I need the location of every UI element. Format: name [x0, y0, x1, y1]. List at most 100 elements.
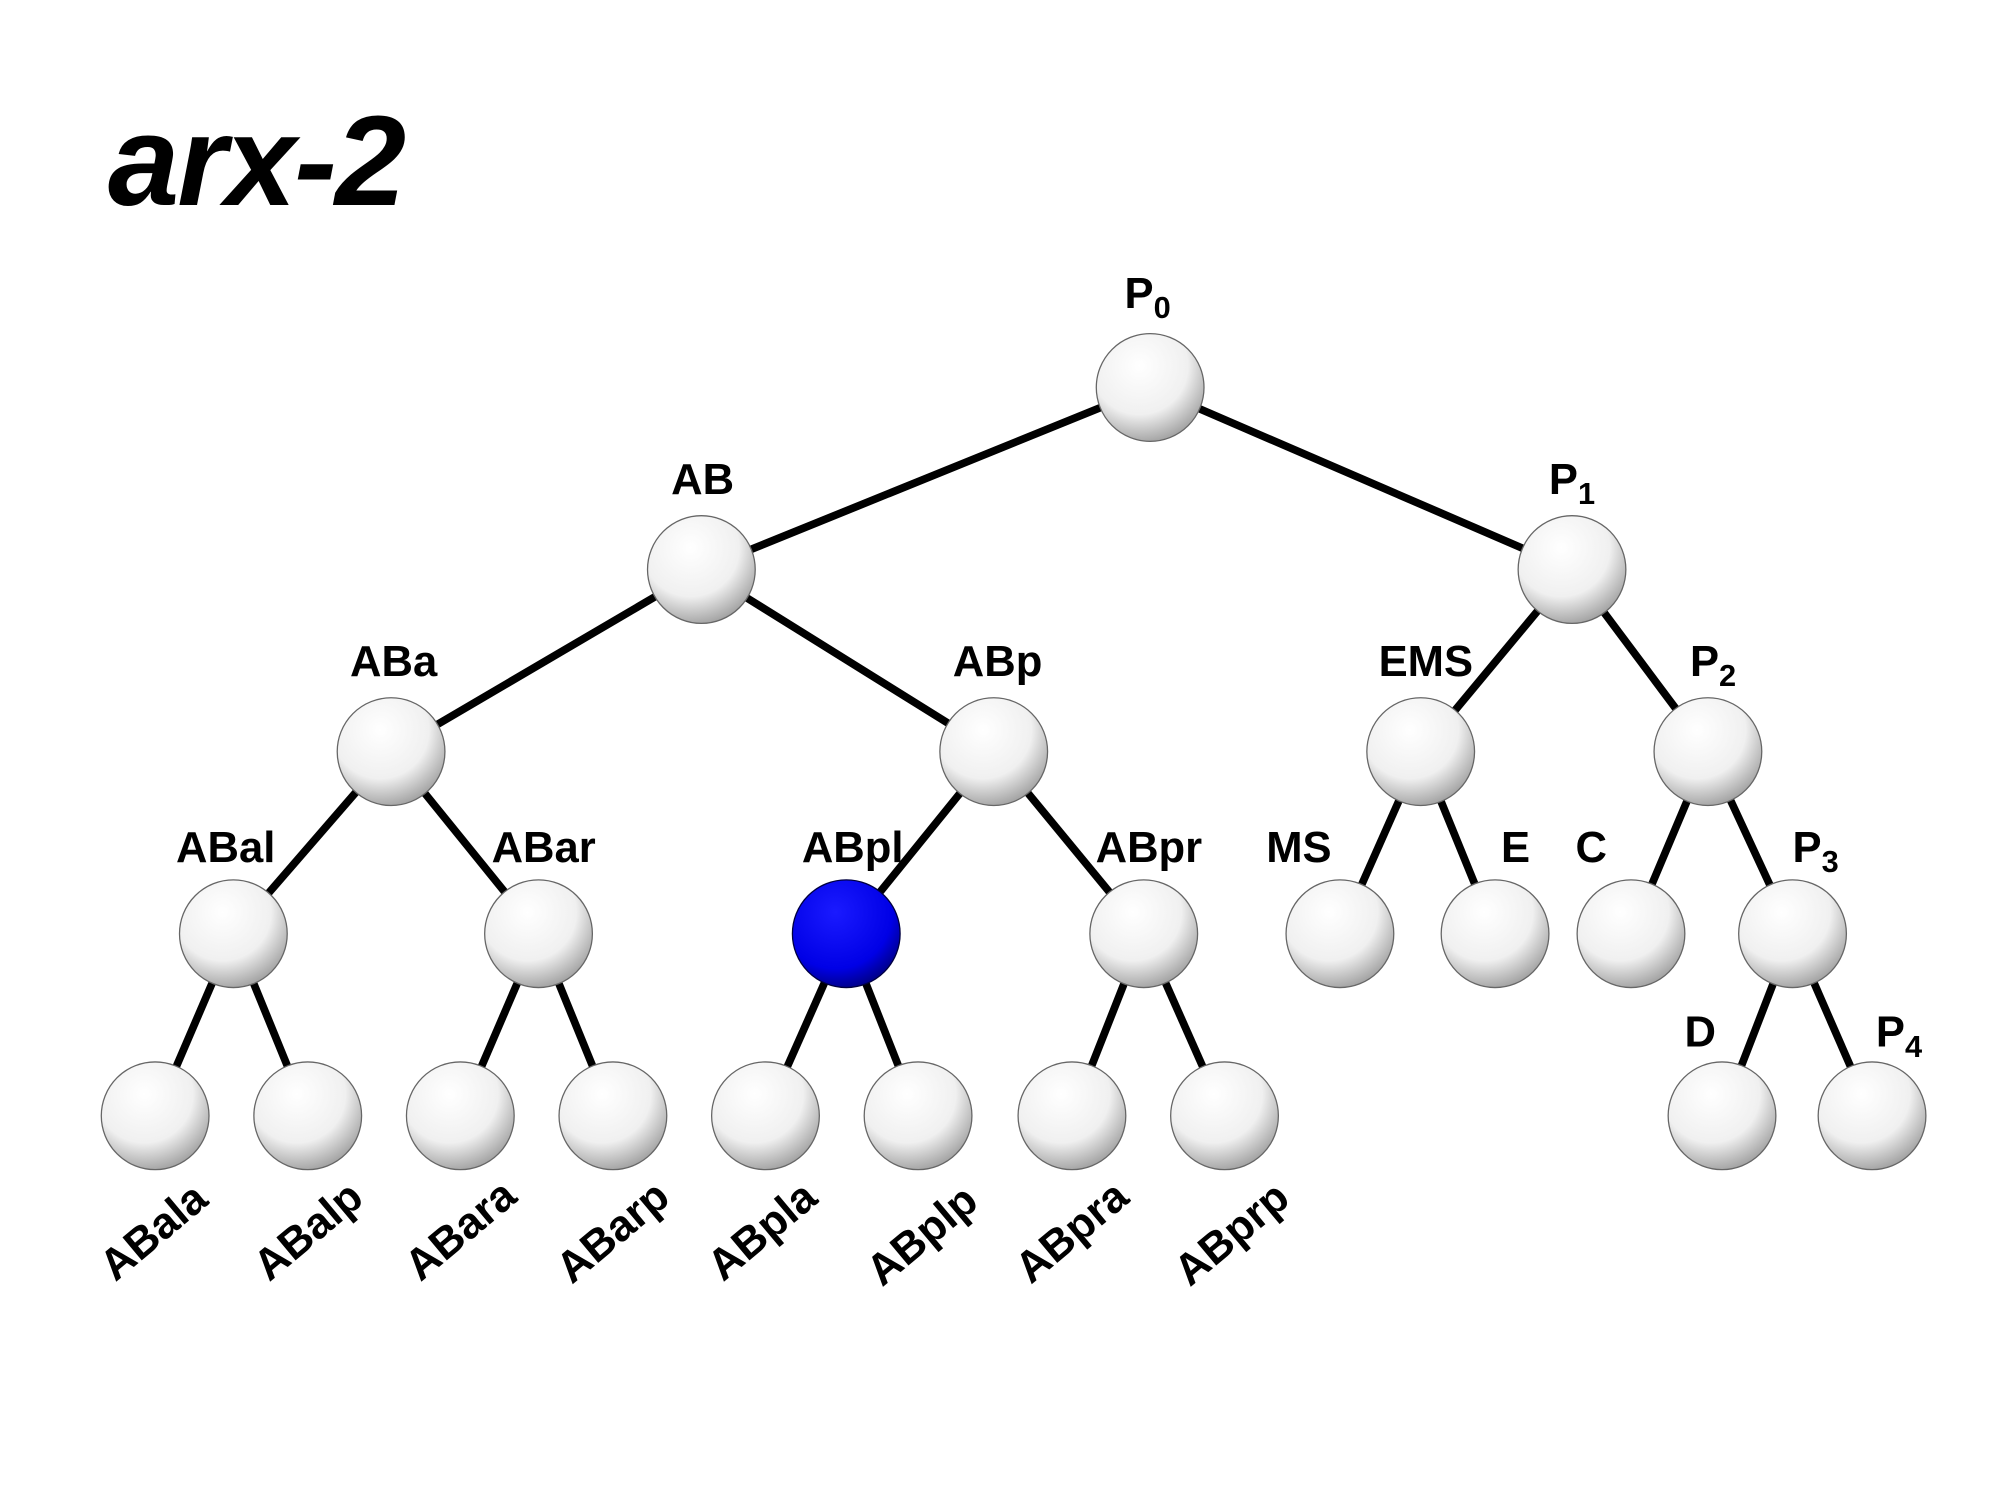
- cell-label-text: E: [1501, 824, 1530, 872]
- cell-label-text: EMS: [1379, 638, 1473, 686]
- cell-label-ABplp: ABplp: [858, 1176, 987, 1295]
- cell-label-ABpra: ABpra: [1006, 1171, 1138, 1292]
- cell-label-ABal: ABal: [176, 824, 275, 872]
- cell-label-D: D: [1684, 1009, 1715, 1057]
- cell-node-ABplp: [863, 1061, 973, 1171]
- edge-ABpl-ABpla: [779, 978, 830, 1078]
- cell-label-ABpl: ABpl: [802, 824, 904, 872]
- edge-ABpr-ABprp: [1160, 978, 1211, 1078]
- edge-P0-P1: [1195, 404, 1534, 557]
- cell-label-ABalp: ABalp: [245, 1172, 372, 1290]
- cell-label-subscript: 1: [1578, 476, 1595, 511]
- cell-label-ABara: ABara: [396, 1170, 526, 1290]
- cell-label-text: ABplp: [858, 1176, 987, 1295]
- edge-P0-AB: [739, 403, 1105, 557]
- cell-label-text: ABarp: [547, 1172, 678, 1293]
- cell-node-P3: [1738, 879, 1848, 989]
- cell-node-C: [1576, 879, 1686, 989]
- edge-P3-D: [1733, 980, 1778, 1077]
- edge-P3-P4: [1809, 979, 1859, 1078]
- cell-label-ABpla: ABpla: [699, 1172, 827, 1290]
- edge-EMS-E: [1436, 797, 1483, 896]
- cell-node-ABpla: [710, 1061, 820, 1171]
- cell-label-P1: P1: [1549, 456, 1595, 511]
- cell-node-ABala: [100, 1061, 210, 1171]
- cell-label-text: ABal: [176, 824, 275, 872]
- cell-node-P2: [1653, 697, 1763, 807]
- edge-AB-ABa: [426, 592, 660, 734]
- cell-label-subscript: 2: [1719, 658, 1736, 693]
- edge-ABpl-ABplp: [861, 979, 906, 1078]
- cell-label-P4: P4: [1876, 1009, 1922, 1064]
- cell-label-text: P: [1876, 1009, 1905, 1057]
- cell-label-C: C: [1575, 824, 1606, 872]
- edge-ABal-ABala: [168, 979, 217, 1078]
- cell-node-P1: [1517, 515, 1627, 625]
- cell-node-E: [1440, 879, 1550, 989]
- cell-label-text: P: [1125, 270, 1154, 318]
- cell-label-ABprp: ABprp: [1165, 1173, 1298, 1295]
- cell-node-ABprp: [1170, 1061, 1280, 1171]
- cell-node-ABara: [405, 1061, 515, 1171]
- cell-node-ABpra: [1017, 1061, 1127, 1171]
- cell-label-ABarp: ABarp: [547, 1172, 678, 1293]
- cell-label-text: P: [1793, 824, 1822, 872]
- cell-node-AB: [646, 515, 756, 625]
- cell-label-ABar: ABar: [492, 824, 596, 872]
- cell-label-text: P: [1690, 638, 1719, 686]
- edge-P2-P3: [1725, 796, 1778, 897]
- cell-label-text: D: [1684, 1009, 1715, 1057]
- cell-label-EMS: EMS: [1379, 638, 1473, 686]
- cell-label-text: ABprp: [1165, 1173, 1298, 1295]
- cell-label-text: ABpra: [1006, 1171, 1138, 1292]
- cell-label-text: P: [1549, 456, 1578, 504]
- cell-label-text: MS: [1266, 824, 1331, 872]
- edge-P1-EMS: [1445, 606, 1543, 721]
- cell-label-text: ABar: [492, 824, 596, 872]
- edge-ABp-ABpr: [1023, 788, 1120, 903]
- gene-title: arx-2: [108, 90, 406, 233]
- cell-node-MS: [1285, 879, 1395, 989]
- cell-label-ABa: ABa: [350, 638, 438, 686]
- cell-node-ABarp: [558, 1061, 668, 1171]
- cell-label-text: ABpr: [1096, 824, 1203, 872]
- cell-label-MS: MS: [1266, 824, 1331, 872]
- cell-label-text: ABpl: [802, 824, 904, 872]
- cell-label-E: E: [1501, 824, 1530, 872]
- edge-AB-ABp: [742, 593, 960, 733]
- edge-ABar-ABara: [473, 979, 522, 1078]
- cell-node-ABpr: [1089, 879, 1199, 989]
- cell-label-text: ABa: [350, 638, 438, 686]
- cell-node-EMS: [1366, 697, 1476, 807]
- edge-ABa-ABal: [258, 787, 361, 904]
- cell-label-subscript: 3: [1822, 844, 1839, 879]
- cell-label-text: ABala: [91, 1173, 217, 1290]
- cell-node-ABp: [939, 697, 1049, 807]
- cell-node-D: [1667, 1061, 1777, 1171]
- cell-label-ABpr: ABpr: [1096, 824, 1203, 872]
- cell-label-P3: P3: [1793, 824, 1839, 879]
- edge-EMS-MS: [1353, 796, 1404, 896]
- cell-label-text: AB: [671, 456, 734, 504]
- cell-node-ABalp: [253, 1061, 363, 1171]
- cell-label-text: ABp: [953, 638, 1043, 686]
- edge-ABar-ABarp: [554, 979, 601, 1078]
- cell-node-P0: [1095, 332, 1205, 442]
- edge-ABa-ABar: [420, 788, 515, 903]
- edge-ABpr-ABpra: [1084, 979, 1129, 1078]
- cell-label-P2: P2: [1690, 638, 1736, 693]
- cell-label-text: C: [1575, 824, 1606, 872]
- edge-P2-C: [1644, 797, 1692, 896]
- cell-node-ABa: [336, 697, 446, 807]
- cell-node-ABar: [484, 879, 594, 989]
- cell-label-text: ABpla: [699, 1172, 827, 1290]
- cell-label-subscript: 4: [1905, 1029, 1922, 1064]
- cell-node-ABal: [178, 879, 288, 989]
- cell-label-subscript: 0: [1154, 290, 1171, 325]
- cell-label-text: ABara: [396, 1170, 526, 1290]
- cell-node-P4: [1817, 1061, 1927, 1171]
- edge-P1-P2: [1599, 608, 1686, 720]
- cell-label-text: ABalp: [245, 1172, 372, 1290]
- cell-node-ABpl: [791, 879, 901, 989]
